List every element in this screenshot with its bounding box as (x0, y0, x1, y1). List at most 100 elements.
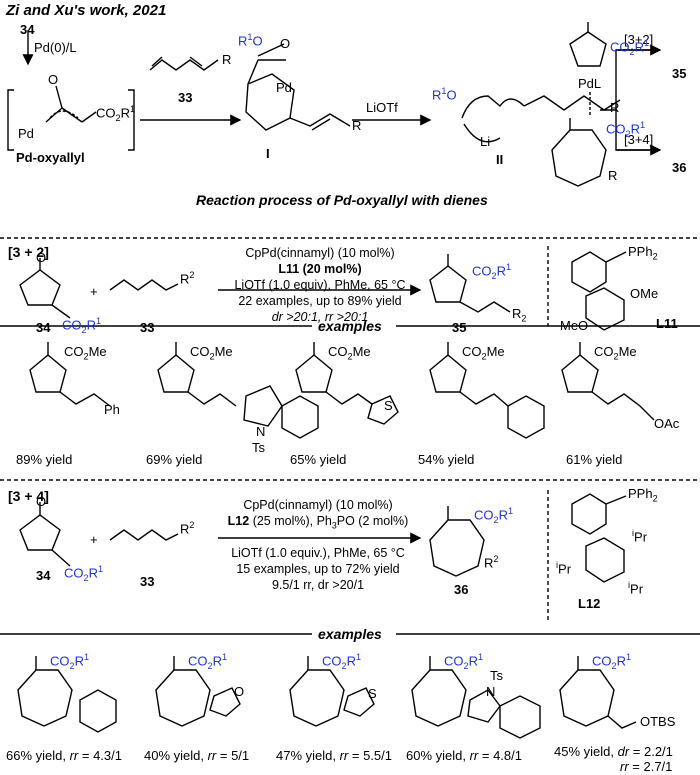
oac-ex32-5: OAc (654, 416, 680, 431)
ester-ex34-2: CO2R1 (188, 652, 228, 671)
yield-ex34-4: 60% yield, rr = 4.8/1 (406, 748, 522, 763)
r-intermediate-I: R (352, 118, 362, 133)
cond-34-4: 15 examples, up to 72% yield (236, 562, 400, 576)
co2r1-35: CO2R1 (610, 38, 650, 57)
otbs-ex34-5: OTBS (640, 714, 676, 729)
r-intermediate-II: R (610, 100, 620, 115)
plus-34: + (90, 532, 98, 547)
s-ex34-3: S (368, 686, 377, 701)
ts-ex34-4: Ts (490, 668, 503, 683)
n-ex32-2: N (256, 424, 266, 439)
ester-ex34-5: CO2R1 (592, 652, 632, 671)
branch-34-label: [3+4] (624, 132, 654, 147)
cond-32-1: CpPd(cinnamyl) (10 mol%) (245, 246, 395, 260)
diene-33-label: 33 (178, 90, 193, 105)
reagent-34-32: 34 (36, 320, 51, 335)
ester-ex32-1: CO2Me (64, 344, 107, 362)
yield-ex34-3: 47% yield, rr = 5.5/1 (276, 748, 392, 763)
plus-32: + (90, 284, 98, 299)
yield-ex32-3: 65% yield (290, 452, 347, 467)
pph2-L12: PPh2 (628, 486, 658, 504)
yield-ex34-1: 66% yield, rr = 4.3/1 (6, 748, 122, 763)
ligand-L12: L12 (578, 596, 601, 611)
carbonyl-o-I: O (280, 36, 291, 51)
tag-3p2: [3 + 2] (8, 244, 49, 260)
co2r1-36: CO2R1 (606, 120, 646, 139)
product-36-section: 36 (454, 582, 469, 597)
tag-3p4: [3 + 4] (8, 488, 49, 504)
yield-ex32-4: 54% yield (418, 452, 475, 467)
ester-ex32-3: CO2Me (328, 344, 371, 362)
label-34-top: 34 (20, 22, 35, 37)
r-36-label: R (608, 168, 618, 183)
yield-ex32-2: 69% yield (146, 452, 203, 467)
r1o-intermediate-I: R1O (238, 32, 263, 49)
liotf-label: LiOTf (366, 100, 398, 115)
catalyst-label: Pd(0)/L (34, 40, 77, 55)
ts-ex32-2: Ts (252, 440, 265, 455)
examples-32-structures (29, 342, 655, 439)
yield-ex32-5: 61% yield (566, 452, 623, 467)
n-ex34-4: N (486, 684, 496, 699)
r2-diene-32: R2 (180, 270, 195, 287)
product-35-label: 35 (672, 66, 687, 81)
co2r1-reagent-32: CO2R1 (62, 316, 102, 335)
co2r1-reagent-34: CO2R1 (64, 564, 104, 583)
cond-34-3: LiOTf (1.0 equiv.), PhMe, 65 °C (231, 546, 405, 560)
r2-diene-34: R2 (180, 520, 195, 537)
ester-ex34-1: CO2R1 (50, 652, 90, 671)
cond-34-2: L12 (25 mol%), Ph3PO (2 mol%) (227, 514, 409, 531)
process-caption: Reaction process of Pd-oxyallyl with die… (196, 192, 488, 208)
cond-32-3: LiOTf (1.0 equiv), PhMe, 65 °C (234, 278, 406, 292)
examples-label-32: examples (318, 318, 382, 334)
cond-32-2: L11 (20 mol%) (278, 262, 362, 276)
r1o-intermediate-II: R1O (432, 86, 457, 103)
pd-plus-label: Pd (18, 126, 34, 141)
examples-label-34: examples (318, 626, 382, 642)
cond-34-1: CpPd(cinnamyl) (10 mol%) (243, 498, 393, 512)
ipr-L12-1: iPr (632, 528, 648, 545)
cond-34-5: 9.5/1 rr, dr >20/1 (271, 578, 365, 592)
product-35-section: 35 (452, 320, 467, 335)
reagent-34-34: 34 (36, 568, 51, 583)
ester-ex32-5: CO2Me (594, 344, 637, 362)
pph2-L11: PPh2 (628, 244, 658, 262)
intermediate-II-label: II (496, 152, 504, 167)
cond-32-5: dr >20:1, rr >20:1 (271, 310, 369, 324)
ester-ex34-4: CO2R1 (444, 652, 484, 671)
yield-ex34-2: 40% yield, rr = 5/1 (144, 748, 250, 763)
branch-32-label: [3+2] (624, 32, 654, 47)
cond-32-4: 22 examples, up to 89% yield (238, 294, 402, 308)
sub-ex32-1: Ph (104, 402, 120, 417)
pd-oxyallyl-label: Pd-oxyallyl (16, 150, 85, 165)
yield-ex32-1: 89% yield (16, 452, 73, 467)
co2r1-oxyallyl: CO2R1 (96, 104, 136, 123)
ligand-L11: L11 (656, 316, 678, 331)
s-ex32-3: S (384, 398, 393, 413)
yield-ex34-5: 45% yield, dr = 2.2/1 (554, 744, 673, 759)
r2-product-36: R2 (484, 554, 499, 571)
carbonate-o-32: O (36, 250, 47, 265)
reagent-33-34: 33 (140, 574, 155, 589)
r2-product-35: R2 (512, 306, 527, 324)
carbonate-o-34: O (36, 494, 47, 509)
reagent-33-32: 33 (140, 320, 155, 335)
co2r1-36-section: CO2R1 (474, 506, 514, 525)
diene-r-label: R (222, 52, 232, 67)
pd-ring-label: Pd (276, 80, 292, 95)
o-minus-label: O (48, 72, 59, 87)
meo-L11: MeO (560, 318, 589, 333)
ester-ex34-3: CO2R1 (322, 652, 362, 671)
scheme-title: Zi and Xu's work, 2021 (6, 2, 167, 19)
ipr-L12-2: iPr (556, 560, 572, 577)
co2r1-35-section: CO2R1 (472, 262, 512, 281)
ester-ex32-4: CO2Me (462, 344, 505, 362)
yield2-ex34-5: rr = 2.7/1 (620, 759, 673, 774)
intermediate-I-label: I (266, 146, 270, 161)
li-label: Li (480, 134, 491, 149)
ipr-L12-3: iPr (628, 580, 644, 597)
o-ex34-2: O (234, 684, 245, 699)
ome-L11: OMe (630, 286, 659, 301)
pdl-label: PdL (578, 76, 602, 91)
